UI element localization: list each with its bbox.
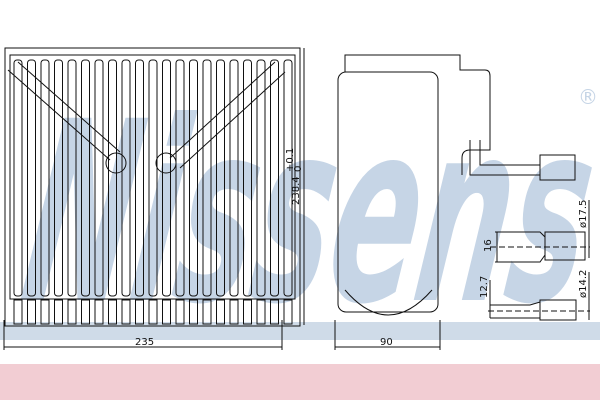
- outlet-port: [105, 152, 127, 174]
- fin: [148, 59, 158, 297]
- header-tooth: [27, 299, 36, 325]
- fin: [283, 59, 293, 297]
- svg-text:238.4: 238.4: [291, 176, 302, 205]
- fin: [121, 59, 131, 297]
- header-tooth: [202, 299, 212, 325]
- header-tooth: [216, 299, 225, 325]
- header-tooth: [108, 299, 117, 325]
- header-tooth: [81, 299, 90, 325]
- header-tooth: [67, 299, 77, 325]
- fitting-small: [488, 299, 590, 321]
- header-tooth: [243, 299, 252, 325]
- dim-depth: 90: [380, 337, 393, 348]
- dim-fitting-small-length: 12.7: [479, 276, 490, 298]
- header-tooth: [40, 299, 50, 325]
- header-tooth: [283, 299, 293, 325]
- fin: [189, 59, 198, 297]
- svg-text:+0.1: +0.1: [285, 148, 296, 172]
- dimension-lines: [3, 48, 590, 350]
- fin: [216, 59, 225, 297]
- dim-width: 235: [135, 337, 154, 348]
- header-tooth: [229, 299, 239, 325]
- header-tooth: [13, 299, 23, 325]
- dim-fitting-large-length: 16: [483, 239, 494, 252]
- inlet-port: [155, 152, 177, 174]
- fin: [13, 59, 23, 297]
- header-tooth: [94, 299, 104, 325]
- header-tooth: [54, 299, 63, 325]
- fin: [270, 59, 279, 297]
- fin: [229, 59, 239, 297]
- watermark-logo: Nissens: [9, 69, 600, 360]
- fin: [81, 59, 90, 297]
- header-tooth: [135, 299, 144, 325]
- fin: [256, 59, 266, 297]
- fin: [162, 59, 171, 297]
- header-tooth: [256, 299, 266, 325]
- header-tooth: [162, 299, 171, 325]
- dim-height: 238.4 +0.1 0: [285, 148, 304, 205]
- registered-mark: ®: [578, 85, 598, 109]
- evaporator-side-view: [337, 54, 576, 316]
- dim-fitting-large-diameter: ø17.5: [578, 200, 589, 228]
- header-tooth: [121, 299, 131, 325]
- fin: [40, 59, 50, 297]
- fin: [243, 59, 252, 297]
- fin: [54, 59, 63, 297]
- fin: [67, 59, 77, 297]
- header-tooth: [175, 299, 185, 325]
- dim-fitting-small-diameter: ø14.2: [578, 270, 589, 298]
- header-tooth: [270, 299, 279, 325]
- fin: [27, 59, 36, 297]
- svg-text:0: 0: [293, 166, 304, 172]
- fin: [202, 59, 212, 297]
- header-tooth: [148, 299, 158, 325]
- fitting-large: [490, 231, 590, 263]
- fin: [175, 59, 185, 297]
- evaporator-front-view: [4, 47, 301, 327]
- fin: [135, 59, 144, 297]
- pink-band: [0, 364, 600, 400]
- header-tooth: [189, 299, 198, 325]
- fin: [94, 59, 104, 297]
- fin: [108, 59, 117, 297]
